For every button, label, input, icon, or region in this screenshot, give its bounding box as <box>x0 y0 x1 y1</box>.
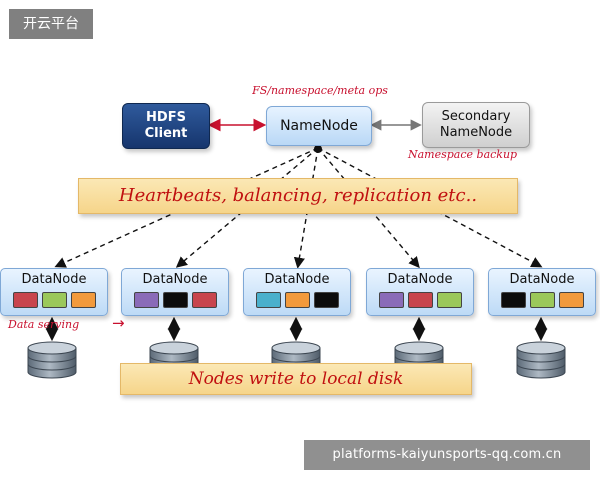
datanode-3: DataNode <box>243 268 351 316</box>
block-row <box>244 292 350 308</box>
fs-ops-label: FS/namespace/meta ops <box>252 84 388 97</box>
namenode-hub-dot <box>314 145 322 153</box>
block-row <box>1 292 107 308</box>
namespace-backup-label: Namespace backup <box>408 148 518 161</box>
datanode-4: DataNode <box>366 268 474 316</box>
hdfs-client-box: HDFS Client <box>122 103 210 149</box>
data-block <box>558 292 584 308</box>
datanode-label: DataNode <box>142 272 208 287</box>
data-serving-label: Data serving <box>8 318 80 331</box>
data-block <box>255 292 281 308</box>
hdfs-client-label-line1: HDFS <box>146 110 186 125</box>
data-block <box>378 292 404 308</box>
data-block <box>162 292 188 308</box>
block-row <box>367 292 473 308</box>
secondary-namenode-box: Secondary NameNode <box>422 102 530 148</box>
disk-arrows <box>45 316 548 342</box>
block-row <box>489 292 595 308</box>
datanode-label: DataNode <box>21 272 87 287</box>
block-row <box>122 292 228 308</box>
watermark-top: 开云平台 <box>9 9 93 39</box>
datanode-label: DataNode <box>509 272 575 287</box>
data-block <box>436 292 462 308</box>
data-block <box>191 292 217 308</box>
datanode-2: DataNode <box>121 268 229 316</box>
data-block <box>12 292 38 308</box>
data-block <box>407 292 433 308</box>
hdfs-client-label-line2: Client <box>144 126 188 141</box>
namenode-label: NameNode <box>280 118 358 134</box>
heartbeats-banner: Heartbeats, balancing, replication etc.. <box>78 178 518 214</box>
datanode-label: DataNode <box>264 272 330 287</box>
nodes-write-banner: Nodes write to local disk <box>120 363 472 395</box>
disk-icon <box>27 341 77 379</box>
data-block <box>284 292 310 308</box>
namenode-box: NameNode <box>266 106 372 146</box>
data-block <box>313 292 339 308</box>
data-block <box>133 292 159 308</box>
data-serving-arrow-icon: → <box>112 314 125 332</box>
data-block <box>500 292 526 308</box>
datanode-5: DataNode <box>488 268 596 316</box>
data-block <box>70 292 96 308</box>
data-block <box>529 292 555 308</box>
watermark-bottom: platforms-kaiyunsports-qq.com.cn <box>304 440 590 470</box>
disk-icon <box>516 341 566 379</box>
data-block <box>41 292 67 308</box>
secondary-label-line1: Secondary <box>441 109 511 124</box>
datanode-label: DataNode <box>387 272 453 287</box>
datanode-1: DataNode <box>0 268 108 316</box>
secondary-label-line2: NameNode <box>439 125 513 140</box>
